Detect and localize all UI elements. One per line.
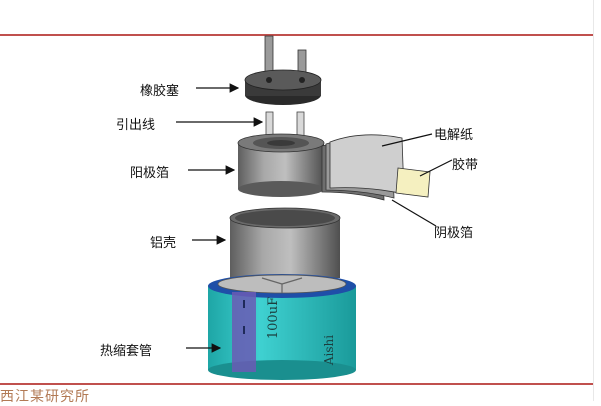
leader-lines-right — [381, 133, 453, 227]
bottom-divider — [0, 383, 601, 385]
label-tape: 胶带 — [452, 158, 479, 173]
label-anode-foil: 阳极箔 — [130, 166, 170, 181]
label-heat-shrink-sleeve: 热缩套管 — [100, 344, 153, 359]
label-electrolytic-paper: 电解纸 — [434, 128, 474, 143]
label-aluminum-shell: 铝壳 — [150, 236, 177, 251]
leader-arrows-left — [176, 83, 264, 353]
foil-winding — [237, 133, 405, 201]
label-rubber-plug: 橡胶塞 — [140, 84, 180, 99]
tape — [395, 167, 431, 198]
label-lead-wire: 引出线 — [116, 118, 156, 133]
footer-source: 西江某研究所 — [0, 389, 90, 405]
sleeve-capacitance: 100uF — [266, 297, 281, 339]
right-edge — [593, 0, 601, 401]
rubber-plug — [244, 35, 322, 105]
top-divider — [0, 34, 601, 36]
heat-shrink-sleeve — [208, 274, 356, 380]
sleeve-brand: Aishi — [322, 335, 336, 366]
label-cathode-foil: 阴极箔 — [434, 226, 474, 241]
aluminum-shell — [229, 207, 341, 278]
